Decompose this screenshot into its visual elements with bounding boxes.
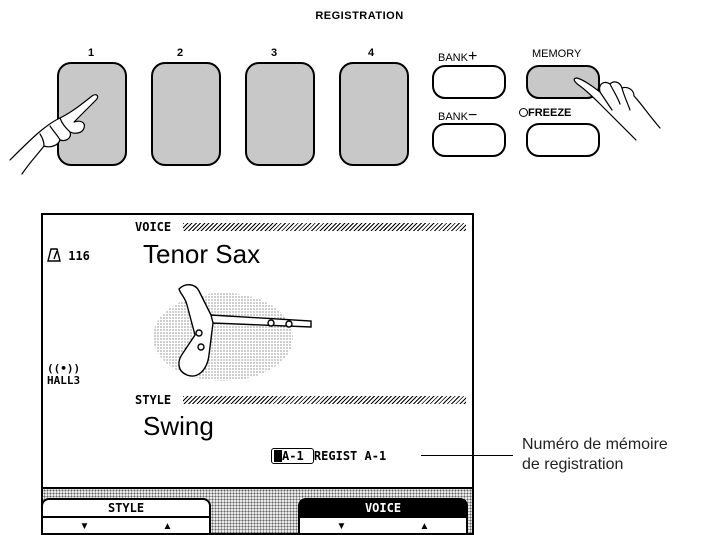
pointing-hand-icon-left bbox=[0, 0, 719, 200]
voice-name: Tenor Sax bbox=[143, 239, 260, 270]
voice-header-bar bbox=[183, 223, 466, 231]
voice-up-arrow-icon[interactable]: ▲ bbox=[420, 518, 430, 535]
voice-tab[interactable]: VOICE ▼ ▲ bbox=[298, 498, 468, 535]
style-header-bar bbox=[183, 396, 466, 404]
metronome-icon bbox=[47, 248, 61, 262]
reverb-display: ((•)) HALL3 bbox=[47, 363, 80, 387]
style-tab-label: STYLE bbox=[43, 500, 209, 518]
bank-box: A-1 bbox=[271, 448, 314, 464]
voice-down-arrow-icon[interactable]: ▼ bbox=[337, 518, 347, 535]
callout-leader-line bbox=[421, 455, 513, 456]
tempo-display: 116 bbox=[47, 248, 90, 263]
bank-icon bbox=[274, 450, 282, 462]
voice-tab-label: VOICE bbox=[300, 500, 466, 518]
saxophone-icon bbox=[151, 275, 321, 385]
voice-header: VOICE bbox=[135, 220, 171, 234]
style-up-arrow-icon[interactable]: ▲ bbox=[163, 518, 173, 535]
registration-memory-number: A-1 REGIST A-1 bbox=[271, 449, 386, 463]
registration-number-callout: Numéro de mémoire de registration bbox=[522, 435, 668, 475]
style-header: STYLE bbox=[135, 393, 171, 407]
lcd-display: VOICE Tenor Sax 116 ((•)) HALL3 STYLE Sw… bbox=[41, 213, 474, 535]
style-down-arrow-icon[interactable]: ▼ bbox=[80, 518, 90, 535]
style-tab[interactable]: STYLE ▼ ▲ bbox=[41, 498, 211, 535]
style-name: Swing bbox=[143, 411, 214, 442]
